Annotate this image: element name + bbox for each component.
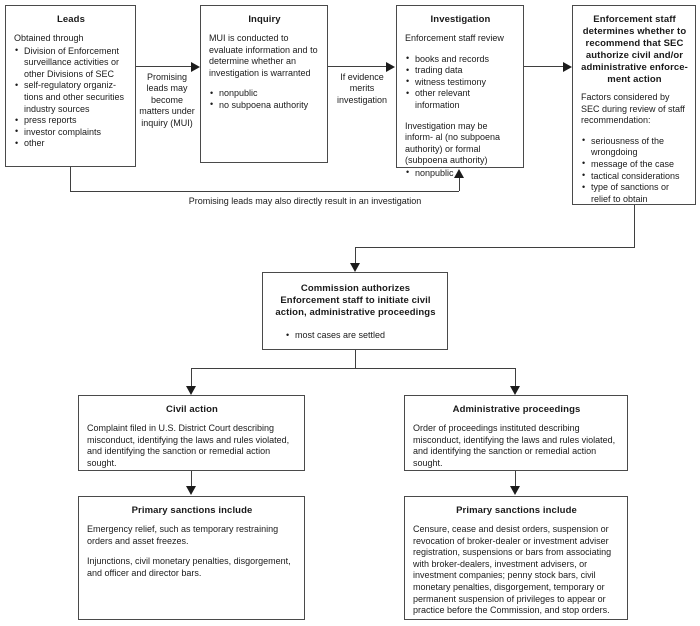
node-leads-bullets: Division of Enforcement surveillance act… (14, 45, 128, 150)
connector-down-to-commission (355, 247, 356, 263)
list-item: type of sanctions or relief to obtain (581, 182, 688, 205)
node-commission-title: Commission authorizes Enforcement staff … (275, 283, 436, 318)
list-item: nonpublic (405, 167, 516, 180)
node-civil-action-title: Civil action (166, 404, 218, 415)
node-civil-action-paragraph: Complaint filed in U.S. District Court d… (87, 423, 290, 468)
node-inquiry: Inquiry MUI is conducted to evaluate inf… (200, 5, 328, 163)
arrowhead-admin-to-sanctions (510, 486, 520, 495)
connector-branch-split (191, 368, 515, 369)
node-leads-intro: Obtained through (14, 33, 84, 43)
node-admin-proceedings: Administrative proceedings Order of proc… (404, 395, 628, 471)
connector-enforcement-down (634, 205, 635, 247)
node-inquiry-paragraph: MUI is conducted to evaluate information… (209, 33, 318, 78)
list-item: no subpoena authority (209, 99, 320, 112)
node-investigation-intro: Enforcement staff review (405, 33, 504, 43)
connector-admin-to-sanctions (515, 471, 516, 486)
list-item: investor complaints (14, 126, 128, 139)
edge-label-leads-to-investigation: Promising leads may also directly result… (188, 196, 422, 206)
connector-commission-down (355, 350, 356, 368)
list-item: witness testimony (405, 76, 516, 89)
arrowhead-leads-to-investigation (454, 169, 464, 178)
list-item: other (14, 138, 128, 150)
edge-label-inquiry-to-investigation: If evidence merits investigation (336, 72, 388, 105)
list-item: nonpublic (209, 88, 320, 100)
node-admin-sanctions-title: Primary sanctions include (456, 505, 577, 516)
connector-up-to-investigation (459, 178, 460, 191)
node-investigation-title: Investigation (430, 14, 491, 25)
node-admin-sanctions: Primary sanctions include Censure, cease… (404, 496, 628, 620)
node-admin-proceedings-title: Administrative proceedings (452, 404, 581, 415)
node-leads: Leads Obtained through Division of Enfor… (5, 5, 136, 167)
node-civil-sanctions-paragraph-1: Emergency relief, such as temporary rest… (87, 524, 279, 546)
connector-leads-to-inquiry (136, 66, 191, 67)
node-investigation-bullets: books and records trading data witness t… (405, 53, 516, 112)
list-item: press reports (14, 115, 128, 127)
list-item: books and records (405, 53, 516, 66)
node-enforcement-staff-paragraph: Factors considered by SEC during review … (581, 92, 685, 126)
node-civil-sanctions-paragraph-2: Injunctions, civil monetary penalties, d… (87, 556, 291, 578)
arrowhead-to-civil-action (186, 386, 196, 395)
list-item: self-regulatory organiz- tions and other… (14, 80, 128, 115)
connector-enforcement-across (355, 247, 635, 248)
connector-civil-to-sanctions (191, 471, 192, 486)
node-admin-sanctions-paragraph-1: Censure, cease and desist orders, suspen… (413, 524, 612, 616)
node-enforcement-staff: Enforcement staff determines whether to … (572, 5, 696, 205)
arrowhead-inquiry-to-investigation (386, 61, 395, 72)
node-admin-proceedings-paragraph: Order of proceedings instituted describi… (413, 423, 616, 468)
connector-investigation-to-enforcement (524, 66, 563, 67)
edge-label-leads-to-inquiry: Promising leads may become matters under… (139, 72, 195, 128)
node-commission-bullets: most cases are settled (271, 330, 440, 342)
connector-inquiry-to-investigation (328, 66, 386, 67)
node-inquiry-title: Inquiry (248, 14, 281, 25)
node-inquiry-bullets: nonpublic no subpoena authority (209, 88, 320, 111)
arrowhead-leads-to-inquiry (191, 61, 200, 72)
arrowhead-civil-to-sanctions (186, 486, 196, 495)
list-item: most cases are settled (285, 330, 440, 342)
list-item: seriousness of the wrongdoing (581, 135, 688, 159)
node-investigation-paragraph: Investigation may be inform- al (no subp… (405, 120, 501, 166)
list-item: tactical considerations (581, 170, 688, 183)
connector-branch-right-down (515, 368, 516, 386)
node-investigation: Investigation Enforcement staff review b… (396, 5, 524, 179)
arrowhead-to-admin-proceedings (510, 386, 520, 395)
node-investigation-bullets-2: nonpublic (405, 167, 516, 180)
arrowhead-investigation-to-enforcement (563, 61, 572, 72)
node-enforcement-staff-bullets: seriousness of the wrongdoing message of… (581, 135, 688, 206)
node-civil-sanctions-title: Primary sanctions include (131, 505, 253, 516)
list-item: trading data (405, 65, 516, 77)
node-civil-sanctions: Primary sanctions include Emergency reli… (78, 496, 305, 620)
node-leads-title: Leads (57, 14, 85, 25)
node-civil-action: Civil action Complaint filed in U.S. Dis… (78, 395, 305, 471)
connector-leads-down (70, 167, 71, 191)
arrowhead-to-commission (350, 263, 360, 272)
node-commission: Commission authorizes Enforcement staff … (262, 272, 448, 350)
list-item: other relevant information (405, 88, 516, 111)
list-item: Division of Enforcement surveillance act… (14, 45, 128, 81)
connector-branch-left-down (191, 368, 192, 386)
list-item: message of the case (581, 158, 688, 171)
connector-leads-across (70, 191, 459, 192)
node-enforcement-staff-title: Enforcement staff determines whether to … (581, 14, 688, 85)
